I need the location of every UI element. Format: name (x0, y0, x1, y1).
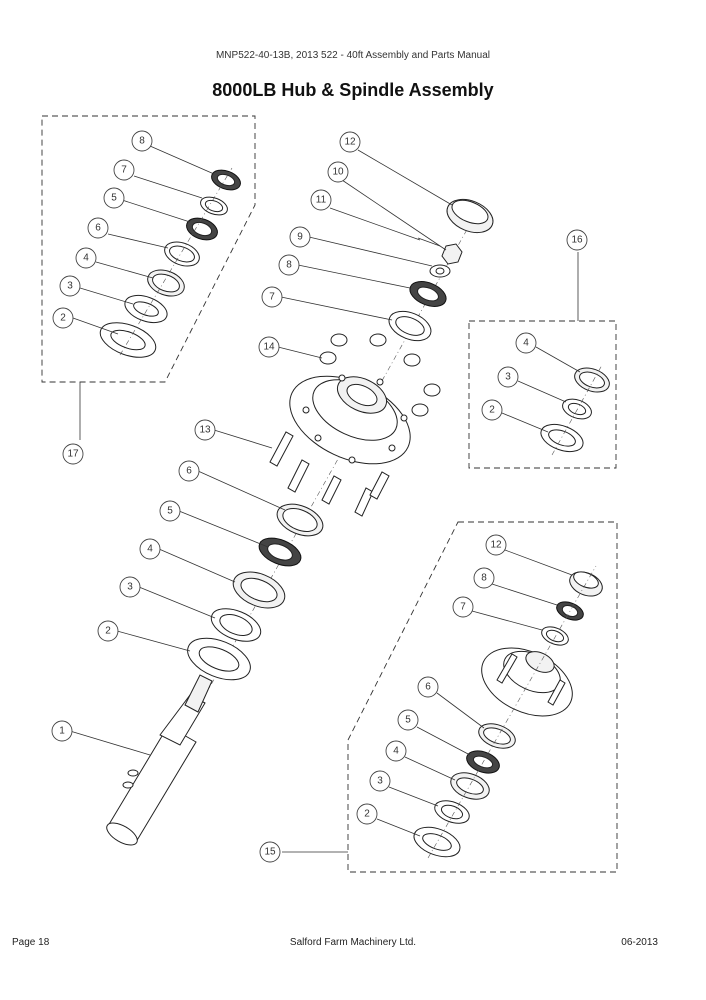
callout-5: 5 (159, 500, 181, 522)
callout-6: 6 (178, 460, 200, 482)
company-name: Salford Farm Machinery Ltd. (289, 937, 417, 948)
wheel-studs (269, 431, 390, 517)
callout-9: 9 (289, 226, 311, 248)
revision-date: 06-2013 (621, 937, 658, 948)
callout-label: 6 (95, 223, 101, 234)
callout-label: 4 (83, 253, 89, 264)
callout-label: 5 (405, 715, 411, 726)
callout-label: 3 (127, 582, 133, 593)
callout-11: 11 (310, 189, 332, 211)
outer-hardware (388, 198, 494, 342)
callout-label: 7 (121, 165, 127, 176)
callout-label: 14 (263, 342, 275, 353)
callout-8: 8 (278, 254, 300, 276)
callout-label: 12 (490, 540, 502, 551)
callout-label: 8 (481, 573, 487, 584)
callout-kit17-8: 8 (131, 130, 153, 152)
callout-label: 9 (297, 232, 303, 243)
callout-label: 12 (344, 137, 356, 148)
manual-header: MNP522-40-13B, 2013 522 - 40ft Assembly … (215, 50, 491, 61)
callout-label: 2 (364, 809, 370, 820)
callout-kit17-4: 4 (75, 247, 97, 269)
callout-label: 3 (377, 776, 383, 787)
callout-label: 6 (425, 682, 431, 693)
callout-kit15-4: 4 (385, 740, 407, 762)
callout-kit17-6: 6 (87, 217, 109, 239)
callout-label: 17 (67, 449, 79, 460)
callout-kit17-3: 3 (59, 275, 81, 297)
callout-kit17-7: 7 (113, 159, 135, 181)
callout-kit15-6: 6 (417, 676, 439, 698)
callout-label: 2 (489, 405, 495, 416)
callout-label: 7 (460, 602, 466, 613)
callout-kit15-12: 12 (485, 534, 507, 556)
callout-label: 11 (316, 195, 327, 206)
callout-kit16-3: 3 (497, 366, 519, 388)
page-title: 8000LB Hub & Spindle Assembly (212, 80, 494, 100)
lug-nuts (319, 333, 441, 417)
kit-17-frame (41, 115, 256, 440)
callout-3: 3 (119, 576, 141, 598)
callout-label: 4 (393, 746, 399, 757)
kit-17-parts (99, 167, 241, 358)
callout-label: 4 (147, 544, 153, 555)
kit-16-parts (501, 346, 610, 456)
callout-kit15-8: 8 (473, 567, 495, 589)
hub-part (289, 374, 411, 465)
callout-12: 12 (339, 131, 361, 153)
callout-7: 7 (261, 286, 283, 308)
main-leaders (69, 149, 453, 756)
callout-label: 15 (264, 847, 276, 858)
kit-15-leaders (376, 549, 573, 837)
callout-kit15-3: 3 (369, 770, 391, 792)
kit-15-parts (413, 565, 603, 859)
callout-4: 4 (139, 538, 161, 560)
callout-label: 2 (60, 313, 66, 324)
callout-label: 7 (269, 292, 275, 303)
callout-1: 1 (51, 720, 73, 742)
callout-label: 3 (505, 372, 511, 383)
spindle-part (106, 674, 213, 846)
callout-label: 16 (571, 235, 583, 246)
callout-2: 2 (97, 620, 119, 642)
callout-label: 3 (67, 281, 73, 292)
callout-label: 2 (105, 626, 111, 637)
callout-kit17-5: 5 (103, 187, 125, 209)
callout-label: 1 (59, 726, 65, 737)
callout-kit15-2: 2 (356, 803, 378, 825)
callout-14: 14 (258, 336, 280, 358)
main-bearing-stack (187, 503, 324, 681)
callout-kit16: 16 (566, 229, 588, 251)
kit-17-leaders (72, 145, 215, 335)
callout-label: 5 (167, 506, 173, 517)
callout-label: 6 (186, 466, 192, 477)
callout-label: 13 (199, 425, 211, 436)
kit-16-frame (468, 252, 617, 469)
callout-kit17-2: 2 (52, 307, 74, 329)
callout-kit15-5: 5 (397, 709, 419, 731)
kit-15-frame (282, 521, 618, 873)
callout-13: 13 (194, 419, 216, 441)
callout-kit16-4: 4 (515, 332, 537, 354)
callout-label: 8 (286, 260, 292, 271)
callout-kit17: 17 (62, 443, 84, 465)
callout-10: 10 (327, 161, 349, 183)
page-number: Page 18 (12, 937, 50, 948)
callout-label: 5 (111, 193, 117, 204)
callout-kit15-7: 7 (452, 596, 474, 618)
callout-kit15: 15 (259, 841, 281, 863)
callout-label: 8 (139, 136, 145, 147)
callout-kit16-2: 2 (481, 399, 503, 421)
callout-label: 4 (523, 338, 529, 349)
callout-label: 10 (332, 167, 344, 178)
